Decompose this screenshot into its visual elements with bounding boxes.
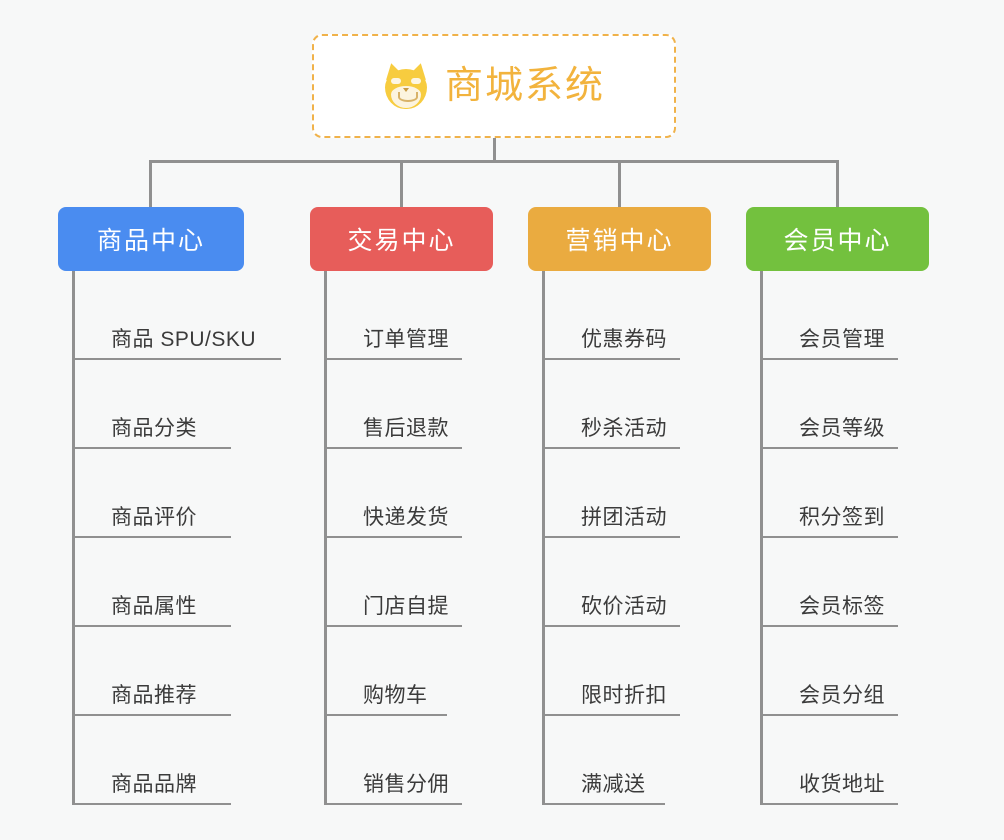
leaf-underline xyxy=(763,714,898,716)
leaf-item-label: 会员标签 xyxy=(799,595,885,618)
category-header-trade-center[interactable]: 交易中心 xyxy=(310,207,493,271)
leaf-underline xyxy=(75,803,231,805)
leaf-underline xyxy=(545,536,680,538)
leaf-underline xyxy=(545,803,665,805)
leaf-underline xyxy=(763,803,898,805)
leaf-item-label: 满减送 xyxy=(581,773,646,796)
leaf-item[interactable]: 秒杀活动 xyxy=(545,360,711,449)
leaf-item-label: 会员等级 xyxy=(799,417,885,440)
leaf-underline xyxy=(327,447,462,449)
leaf-item[interactable]: 商品 SPU/SKU xyxy=(75,271,281,360)
leaf-item[interactable]: 商品推荐 xyxy=(75,627,244,716)
connector-drop-member-center xyxy=(836,160,839,208)
connector-root-stem xyxy=(493,138,496,163)
leaf-underline xyxy=(327,714,447,716)
leaf-item[interactable]: 收货地址 xyxy=(763,716,929,805)
column-marketing-center: 营销中心优惠券码秒杀活动拼团活动砍价活动限时折扣满减送 xyxy=(528,207,711,805)
leaf-underline xyxy=(75,447,231,449)
leaf-underline xyxy=(545,625,680,627)
column-trade-center: 交易中心订单管理售后退款快递发货门店自提购物车销售分佣 xyxy=(310,207,493,805)
leaf-item-label: 秒杀活动 xyxy=(581,417,667,440)
leaf-list-marketing-center: 优惠券码秒杀活动拼团活动砍价活动限时折扣满减送 xyxy=(542,271,711,805)
leaf-item-label: 会员分组 xyxy=(799,684,885,707)
leaf-item[interactable]: 优惠券码 xyxy=(545,271,711,360)
leaf-item[interactable]: 拼团活动 xyxy=(545,449,711,538)
leaf-underline xyxy=(327,536,462,538)
leaf-item-label: 商品 SPU/SKU xyxy=(111,328,257,351)
leaf-item[interactable]: 购物车 xyxy=(327,627,493,716)
category-header-marketing-center[interactable]: 营销中心 xyxy=(528,207,711,271)
connector-drop-marketing-center xyxy=(618,160,621,208)
leaf-underline xyxy=(545,358,680,360)
leaf-item[interactable]: 门店自提 xyxy=(327,538,493,627)
leaf-item[interactable]: 商品评价 xyxy=(75,449,244,538)
leaf-item[interactable]: 会员管理 xyxy=(763,271,929,360)
category-header-member-center[interactable]: 会员中心 xyxy=(746,207,929,271)
leaf-item[interactable]: 商品分类 xyxy=(75,360,244,449)
leaf-underline xyxy=(75,625,231,627)
leaf-item-label: 会员管理 xyxy=(799,328,885,351)
leaf-item[interactable]: 会员等级 xyxy=(763,360,929,449)
leaf-underline xyxy=(763,447,898,449)
leaf-item-label: 积分签到 xyxy=(799,506,885,529)
leaf-item[interactable]: 砍价活动 xyxy=(545,538,711,627)
leaf-underline xyxy=(763,536,898,538)
leaf-underline xyxy=(75,536,231,538)
leaf-list-trade-center: 订单管理售后退款快递发货门店自提购物车销售分佣 xyxy=(324,271,493,805)
leaf-item-label: 拼团活动 xyxy=(581,506,667,529)
leaf-item-label: 销售分佣 xyxy=(363,773,449,796)
leaf-item[interactable]: 积分签到 xyxy=(763,449,929,538)
leaf-item[interactable]: 销售分佣 xyxy=(327,716,493,805)
leaf-underline xyxy=(75,714,231,716)
leaf-underline xyxy=(763,625,898,627)
leaf-item-label: 商品评价 xyxy=(111,506,197,529)
leaf-underline xyxy=(545,714,680,716)
leaf-item-label: 商品品牌 xyxy=(111,773,197,796)
leaf-list-product-center: 商品 SPU/SKU 商品分类商品评价商品属性商品推荐商品品牌 xyxy=(72,271,281,805)
leaf-list-member-center: 会员管理会员等级积分签到会员标签会员分组收货地址 xyxy=(760,271,929,805)
leaf-item-label: 门店自提 xyxy=(363,595,449,618)
leaf-item[interactable]: 订单管理 xyxy=(327,271,493,360)
leaf-item-label: 商品属性 xyxy=(111,595,197,618)
connector-drop-trade-center xyxy=(400,160,403,208)
connector-drop-product-center xyxy=(149,160,152,208)
leaf-underline xyxy=(327,625,462,627)
leaf-underline xyxy=(327,358,462,360)
connector-horizontal-bus xyxy=(149,160,839,163)
leaf-item-label: 售后退款 xyxy=(363,417,449,440)
column-product-center: 商品中心商品 SPU/SKU 商品分类商品评价商品属性商品推荐商品品牌 xyxy=(58,207,281,805)
leaf-underline xyxy=(763,358,898,360)
leaf-item-label: 快递发货 xyxy=(363,506,449,529)
root-node-mall-system[interactable]: 商城系统 xyxy=(312,34,676,138)
leaf-item[interactable]: 限时折扣 xyxy=(545,627,711,716)
leaf-item[interactable]: 快递发货 xyxy=(327,449,493,538)
leaf-item-label: 砍价活动 xyxy=(581,595,667,618)
shiba-dog-icon xyxy=(382,61,430,109)
leaf-underline xyxy=(75,358,281,360)
leaf-underline xyxy=(545,447,680,449)
leaf-item[interactable]: 会员标签 xyxy=(763,538,929,627)
leaf-item-label: 商品分类 xyxy=(111,417,197,440)
leaf-item[interactable]: 满减送 xyxy=(545,716,711,805)
leaf-item[interactable]: 商品属性 xyxy=(75,538,244,627)
leaf-underline xyxy=(327,803,462,805)
leaf-item-label: 收货地址 xyxy=(799,773,885,796)
column-member-center: 会员中心会员管理会员等级积分签到会员标签会员分组收货地址 xyxy=(746,207,929,805)
leaf-item-label: 限时折扣 xyxy=(581,684,667,707)
leaf-item-label: 优惠券码 xyxy=(581,328,667,351)
leaf-item-label: 订单管理 xyxy=(363,328,449,351)
leaf-item[interactable]: 售后退款 xyxy=(327,360,493,449)
root-node-label: 商城系统 xyxy=(444,65,605,107)
leaf-item[interactable]: 会员分组 xyxy=(763,627,929,716)
leaf-item-label: 商品推荐 xyxy=(111,684,197,707)
leaf-item[interactable]: 商品品牌 xyxy=(75,716,244,805)
category-header-product-center[interactable]: 商品中心 xyxy=(58,207,244,271)
leaf-item-label: 购物车 xyxy=(363,684,428,707)
